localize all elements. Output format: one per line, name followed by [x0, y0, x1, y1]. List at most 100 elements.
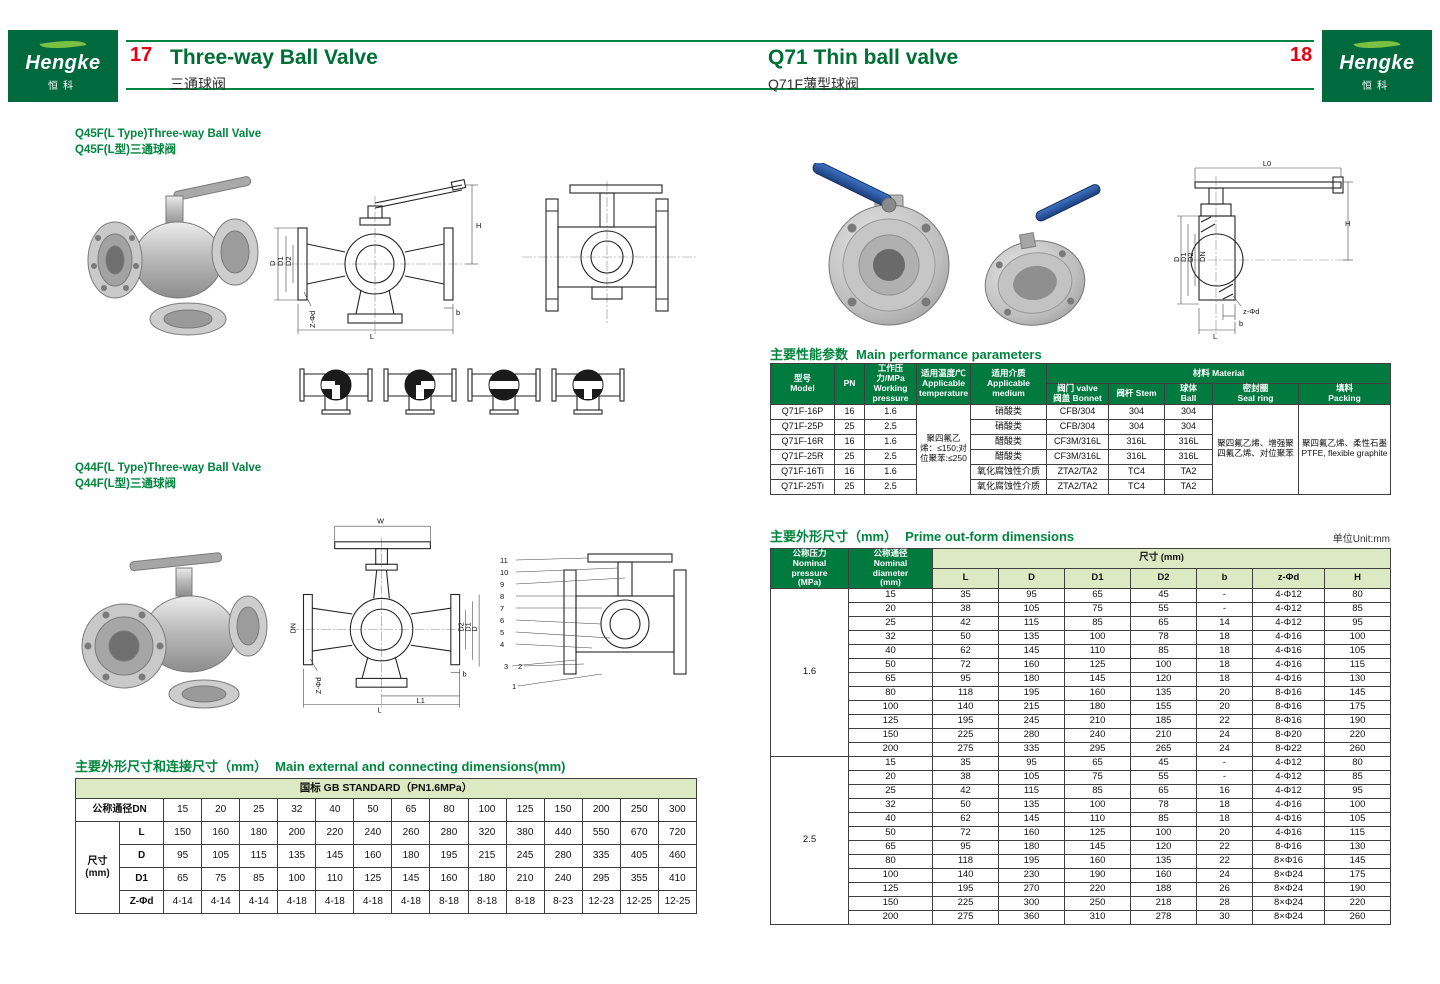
perf-ball-material: 316L: [1164, 448, 1213, 465]
outform-value: 72: [932, 658, 999, 674]
part-number: 9: [500, 580, 504, 589]
perf-working-pressure: 2.5: [864, 418, 917, 435]
dim-label-d1: D1: [1179, 252, 1188, 262]
q45f-valve-photo: [87, 176, 259, 336]
dim-value: 100: [277, 867, 317, 891]
right-page-subtitle: Q71F薄型球阀: [768, 76, 860, 92]
perf-medium: 硝酸类: [970, 403, 1047, 420]
dim-label-zphid: Z-Φd: [308, 311, 317, 328]
right-page-title-block: Q71 Thin ball valve Q71F薄型球阀: [768, 46, 958, 94]
perf-stem-material: 316L: [1108, 433, 1165, 450]
outform-value: 100: [1130, 826, 1197, 842]
outform-value: 110: [1064, 644, 1131, 660]
leaf-icon: [39, 36, 87, 53]
dim-label-d2: D2: [457, 622, 466, 631]
valve-handle: [129, 552, 223, 572]
header-rule-bottom: [126, 88, 1314, 90]
dn-value: 200: [581, 798, 621, 822]
outform-dn: 50: [848, 826, 933, 842]
perf-header-stem: 阀杆 Stem: [1108, 383, 1165, 405]
outform-header-pressure: 公称压力 Nominal pressure (MPa): [770, 547, 849, 590]
outform-dn: 150: [848, 728, 933, 744]
outform-dn: 200: [848, 910, 933, 926]
outform-dn: 15: [848, 588, 933, 604]
outform-header-column: b: [1196, 568, 1253, 590]
outform-value: 8-Φ16: [1252, 686, 1325, 702]
dn-value: 65: [391, 798, 431, 822]
outform-dimensions-table: 公称压力 Nominal pressure (MPa)公称通径 Nominal …: [770, 547, 1391, 926]
outform-value: 38: [932, 602, 999, 618]
outform-dn: 65: [848, 840, 933, 856]
dim-label-d2: D2: [284, 256, 293, 266]
outform-value: 160: [1064, 854, 1131, 870]
perf-ball-material: 304: [1164, 418, 1213, 435]
outform-value: 115: [1324, 826, 1391, 842]
outform-value: 8-Φ16: [1252, 714, 1325, 730]
dim-value: 4-14: [201, 890, 241, 914]
perf-header-temperature: 适用温度/℃ Applicable temperature: [916, 363, 971, 405]
outform-table-title-en: Prime out-form dimensions: [905, 529, 1075, 544]
header-rule-top: [126, 40, 1314, 42]
outform-value: 260: [1324, 910, 1391, 926]
outform-value: 125: [1064, 826, 1131, 842]
dim-value: 8-18: [467, 890, 507, 914]
outform-value: 72: [932, 826, 999, 842]
outform-value: -: [1196, 588, 1253, 604]
outform-value: 188: [1130, 882, 1197, 898]
perf-header-pressure: 工作压力/MPa Working pressure: [864, 363, 917, 405]
perf-medium: 醋酸类: [970, 433, 1047, 450]
flow-diagram-2: [383, 368, 457, 415]
outform-value: 135: [1130, 686, 1197, 702]
outform-value: 145: [1324, 854, 1391, 870]
outform-value: 145: [998, 812, 1065, 828]
outform-value: 24: [1196, 728, 1253, 744]
outform-value: 105: [998, 770, 1065, 786]
part-number: 11: [500, 556, 508, 565]
section-q44f-label: Q44F(L Type)Three-way Ball Valve Q44F(L型…: [75, 460, 261, 492]
outform-value: 18: [1196, 812, 1253, 828]
q45f-side-drawing: [522, 181, 696, 325]
brand-name-cn: 恒科: [1362, 81, 1392, 92]
outform-value: 118: [932, 854, 999, 870]
outform-value: 4-Φ16: [1252, 644, 1325, 660]
outform-value: 180: [1064, 700, 1131, 716]
outform-value: 18: [1196, 658, 1253, 674]
perf-stem-material: TC4: [1108, 463, 1165, 480]
outform-value: 85: [1130, 644, 1197, 660]
outform-value: 30: [1196, 910, 1253, 926]
flow-diagram-3: [467, 368, 541, 415]
dim-value: 670: [619, 821, 659, 845]
flow-diagram-1: [299, 368, 373, 415]
outform-value: 8-Φ16: [1252, 840, 1325, 856]
outform-value: 245: [998, 714, 1065, 730]
perf-medium: 氧化腐蚀性介质: [970, 463, 1047, 480]
outform-value: 190: [1324, 714, 1391, 730]
dn-value: 20: [201, 798, 241, 822]
outform-value: 180: [998, 840, 1065, 856]
valve-handle: [173, 176, 252, 201]
perf-medium: 硝酸类: [970, 418, 1047, 435]
outform-dn: 32: [848, 798, 933, 814]
outform-value: 8×Φ16: [1252, 854, 1325, 870]
dim-label-zphid: Z-Φd: [314, 677, 323, 694]
outform-value: 80: [1324, 588, 1391, 604]
outform-value: 42: [932, 784, 999, 800]
dim-value: 115: [239, 844, 279, 868]
flow-configurations: [298, 352, 626, 418]
outform-value: 210: [1130, 728, 1197, 744]
dim-value: 8-18: [429, 890, 469, 914]
outform-value: 295: [1064, 742, 1131, 758]
outform-value: 4-Φ12: [1252, 784, 1325, 800]
dim-label-d: D: [268, 260, 277, 266]
perf-stem-material: 316L: [1108, 448, 1165, 465]
outform-dn: 125: [848, 882, 933, 898]
outform-value: 105: [1324, 812, 1391, 828]
dim-value: 220: [315, 821, 355, 845]
outform-value: 160: [998, 826, 1065, 842]
left-page-title: Three-way Ball Valve: [170, 46, 378, 69]
outform-value: 100: [1324, 798, 1391, 814]
outform-value: 20: [1196, 826, 1253, 842]
outform-table-title-cn: 主要外形尺寸（mm）: [770, 529, 898, 544]
